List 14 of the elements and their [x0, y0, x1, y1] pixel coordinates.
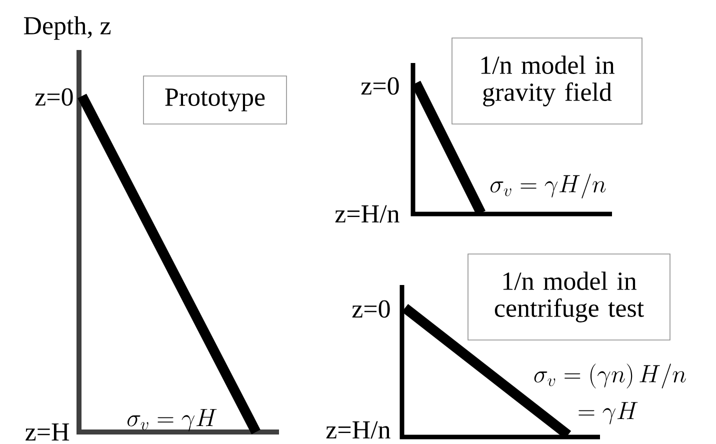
label-box: Prototype [143, 76, 287, 124]
label-box: 1/n model in centrifuge test [468, 254, 670, 340]
formula: $= \gamma H$ [578, 402, 638, 424]
label-box: 1/n model in gravity field [452, 38, 642, 124]
formula: $\sigma_{v} = \gamma H$ [127, 409, 217, 432]
axis-label: z=0 [352, 300, 390, 318]
axis-label: Depth, z [24, 16, 111, 40]
formula: $\sigma_{v} = \left(\gamma n\right) H / n$ [534, 364, 686, 388]
formula: $\sigma_{v} = \gamma H / n$ [490, 174, 606, 198]
axis-label: z=0 [361, 77, 399, 95]
axis-label: z=H/n [326, 421, 390, 439]
axis-label: z=0 [35, 88, 73, 106]
axis-label: z=H/n [335, 205, 400, 223]
axis-label: z=H [26, 423, 70, 440]
